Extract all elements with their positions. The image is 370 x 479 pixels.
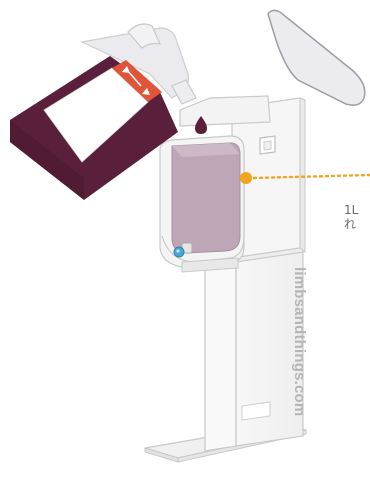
refill-bottle-icon [10, 23, 197, 200]
callout-text-line-2: れ [344, 217, 357, 231]
callout-text-line-1: 1L [344, 203, 359, 217]
bottle-lid-icon [267, 9, 366, 106]
liquid-drop-icon [195, 116, 207, 134]
tap-icon [173, 242, 193, 258]
fill-level-callout [240, 172, 370, 184]
website-label: limbsandthings.com [291, 267, 308, 416]
callout-text: 1L れ [344, 203, 370, 235]
